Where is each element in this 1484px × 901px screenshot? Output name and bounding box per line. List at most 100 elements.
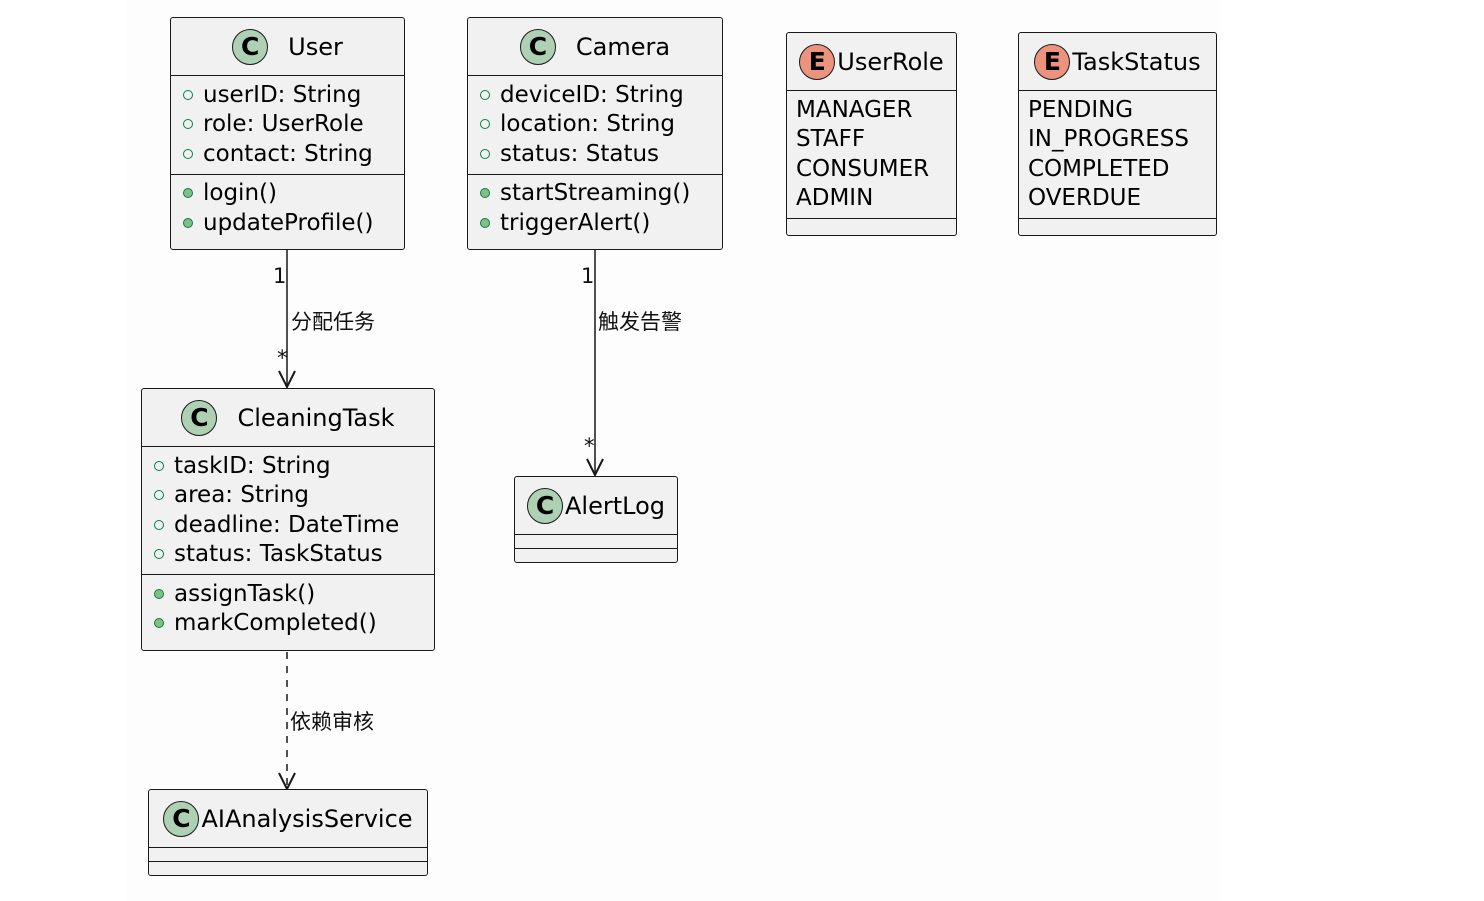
enum-taskstatus-name: TaskStatus bbox=[1072, 47, 1201, 76]
public-field-icon bbox=[154, 460, 164, 471]
class-alertlog-header: C AlertLog bbox=[515, 477, 677, 535]
class-aianalysisservice-fields bbox=[149, 848, 427, 862]
enum-userrole-name: UserRole bbox=[837, 47, 944, 76]
method-row: assignTask() bbox=[142, 579, 434, 609]
field-text: userID: String bbox=[203, 81, 362, 108]
field-row: userID: String bbox=[171, 80, 404, 110]
public-field-icon bbox=[183, 148, 193, 159]
class-user-fields: userID: String role: UserRole contact: S… bbox=[171, 76, 404, 175]
public-method-icon bbox=[154, 618, 164, 629]
class-camera-fields: deviceID: String location: String status… bbox=[468, 76, 722, 175]
enum-value: ADMIN bbox=[796, 185, 874, 212]
public-field-icon bbox=[154, 519, 164, 530]
public-field-icon bbox=[154, 549, 164, 560]
public-field-icon bbox=[480, 119, 490, 130]
public-method-icon bbox=[154, 588, 164, 599]
field-text: area: String bbox=[174, 482, 309, 509]
class-badge-icon: C bbox=[232, 28, 269, 65]
class-aianalysisservice-methods bbox=[149, 862, 427, 874]
public-method-icon bbox=[183, 217, 193, 228]
user-task-label: 分配任务 bbox=[291, 310, 375, 334]
enum-userrole-header: E UserRole bbox=[787, 33, 956, 91]
class-alertlog-fields bbox=[515, 535, 677, 549]
class-badge-icon: C bbox=[527, 487, 563, 524]
field-text: contact: String bbox=[203, 140, 373, 167]
enum-value: CONSUMER bbox=[796, 155, 930, 182]
enum-userrole[interactable]: E UserRole MANAGER STAFF CONSUMER ADMIN bbox=[786, 32, 957, 236]
class-aianalysisservice[interactable]: C AIAnalysisService bbox=[148, 789, 428, 876]
method-text: markCompleted() bbox=[174, 610, 377, 637]
user-task-arrowhead bbox=[278, 370, 296, 390]
field-text: taskID: String bbox=[174, 452, 331, 479]
field-text: role: UserRole bbox=[203, 111, 364, 138]
class-badge-icon: C bbox=[519, 28, 556, 65]
user-task-to-multiplicity: * bbox=[277, 346, 288, 370]
class-cleaningtask-fields: taskID: String area: String deadline: Da… bbox=[142, 447, 434, 575]
method-row: triggerAlert() bbox=[468, 208, 722, 238]
public-method-icon bbox=[480, 188, 490, 199]
field-row: location: String bbox=[468, 110, 722, 140]
camera-alert-label: 触发告警 bbox=[598, 310, 682, 334]
enum-badge-icon: E bbox=[1034, 43, 1071, 80]
camera-alert-from-multiplicity: 1 bbox=[581, 264, 595, 288]
method-text: assignTask() bbox=[174, 580, 316, 607]
enum-value: COMPLETED bbox=[1028, 155, 1170, 182]
public-field-icon bbox=[183, 119, 193, 130]
class-camera-methods: startStreaming() triggerAlert() bbox=[468, 175, 722, 243]
class-cleaningtask-header: C CleaningTask bbox=[142, 389, 434, 447]
class-cleaningtask-methods: assignTask() markCompleted() bbox=[142, 575, 434, 643]
camera-alert-arrowhead bbox=[586, 458, 604, 478]
class-aianalysisservice-header: C AIAnalysisService bbox=[149, 790, 427, 848]
enum-taskstatus[interactable]: E TaskStatus PENDING IN_PROGRESS COMPLET… bbox=[1018, 32, 1217, 236]
enum-value: MANAGER bbox=[796, 96, 913, 123]
user-task-from-multiplicity: 1 bbox=[273, 264, 287, 288]
enum-badge-icon: E bbox=[799, 43, 836, 80]
class-badge-icon: C bbox=[181, 399, 218, 436]
public-method-icon bbox=[183, 188, 193, 199]
task-ai-label: 依赖审核 bbox=[290, 710, 374, 734]
class-aianalysisservice-name: AIAnalysisService bbox=[201, 804, 413, 833]
public-field-icon bbox=[480, 148, 490, 159]
class-user[interactable]: C User userID: String role: UserRole con… bbox=[170, 17, 405, 250]
class-user-name: User bbox=[288, 32, 343, 61]
class-user-methods: login() updateProfile() bbox=[171, 175, 404, 243]
method-text: triggerAlert() bbox=[500, 209, 651, 236]
enum-value: OVERDUE bbox=[1028, 185, 1142, 212]
field-text: status: Status bbox=[500, 140, 660, 167]
public-field-icon bbox=[183, 89, 193, 100]
public-method-icon bbox=[480, 217, 490, 228]
class-camera-name: Camera bbox=[575, 32, 671, 61]
class-alertlog[interactable]: C AlertLog bbox=[514, 476, 678, 563]
enum-userrole-values: MANAGER STAFF CONSUMER ADMIN bbox=[787, 91, 956, 219]
field-text: status: TaskStatus bbox=[174, 541, 383, 568]
enum-taskstatus-header: E TaskStatus bbox=[1019, 33, 1216, 91]
field-text: location: String bbox=[500, 111, 675, 138]
class-cleaningtask-name: CleaningTask bbox=[237, 403, 395, 432]
method-text: startStreaming() bbox=[500, 180, 691, 207]
field-row: deadline: DateTime bbox=[142, 510, 434, 540]
method-row: markCompleted() bbox=[142, 609, 434, 639]
class-alertlog-name: AlertLog bbox=[565, 491, 665, 520]
field-row: deviceID: String bbox=[468, 80, 722, 110]
field-row: taskID: String bbox=[142, 451, 434, 481]
field-row: area: String bbox=[142, 481, 434, 511]
class-camera[interactable]: C Camera deviceID: String location: Stri… bbox=[467, 17, 723, 250]
field-row: role: UserRole bbox=[171, 110, 404, 140]
class-user-header: C User bbox=[171, 18, 404, 76]
public-field-icon bbox=[154, 490, 164, 501]
field-row: contact: String bbox=[171, 139, 404, 169]
field-text: deviceID: String bbox=[500, 81, 684, 108]
method-row: updateProfile() bbox=[171, 208, 404, 238]
class-badge-icon: C bbox=[163, 800, 200, 837]
field-row: status: Status bbox=[468, 139, 722, 169]
public-field-icon bbox=[480, 89, 490, 100]
camera-alert-to-multiplicity: * bbox=[584, 434, 595, 458]
enum-value: IN_PROGRESS bbox=[1028, 126, 1189, 153]
method-text: updateProfile() bbox=[203, 209, 374, 236]
field-row: status: TaskStatus bbox=[142, 540, 434, 570]
class-cleaningtask[interactable]: C CleaningTask taskID: String area: Stri… bbox=[141, 388, 435, 651]
class-alertlog-methods bbox=[515, 549, 677, 561]
method-row: startStreaming() bbox=[468, 179, 722, 209]
method-text: login() bbox=[203, 180, 277, 207]
